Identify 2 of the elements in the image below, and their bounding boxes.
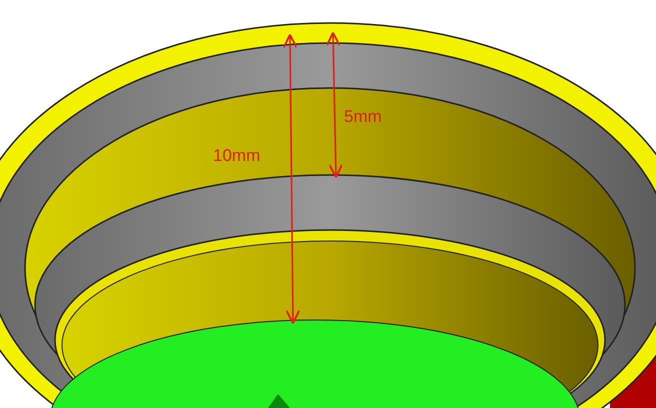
dimension-label: 10mm bbox=[213, 147, 260, 164]
dimension-label: 5mm bbox=[344, 108, 382, 125]
